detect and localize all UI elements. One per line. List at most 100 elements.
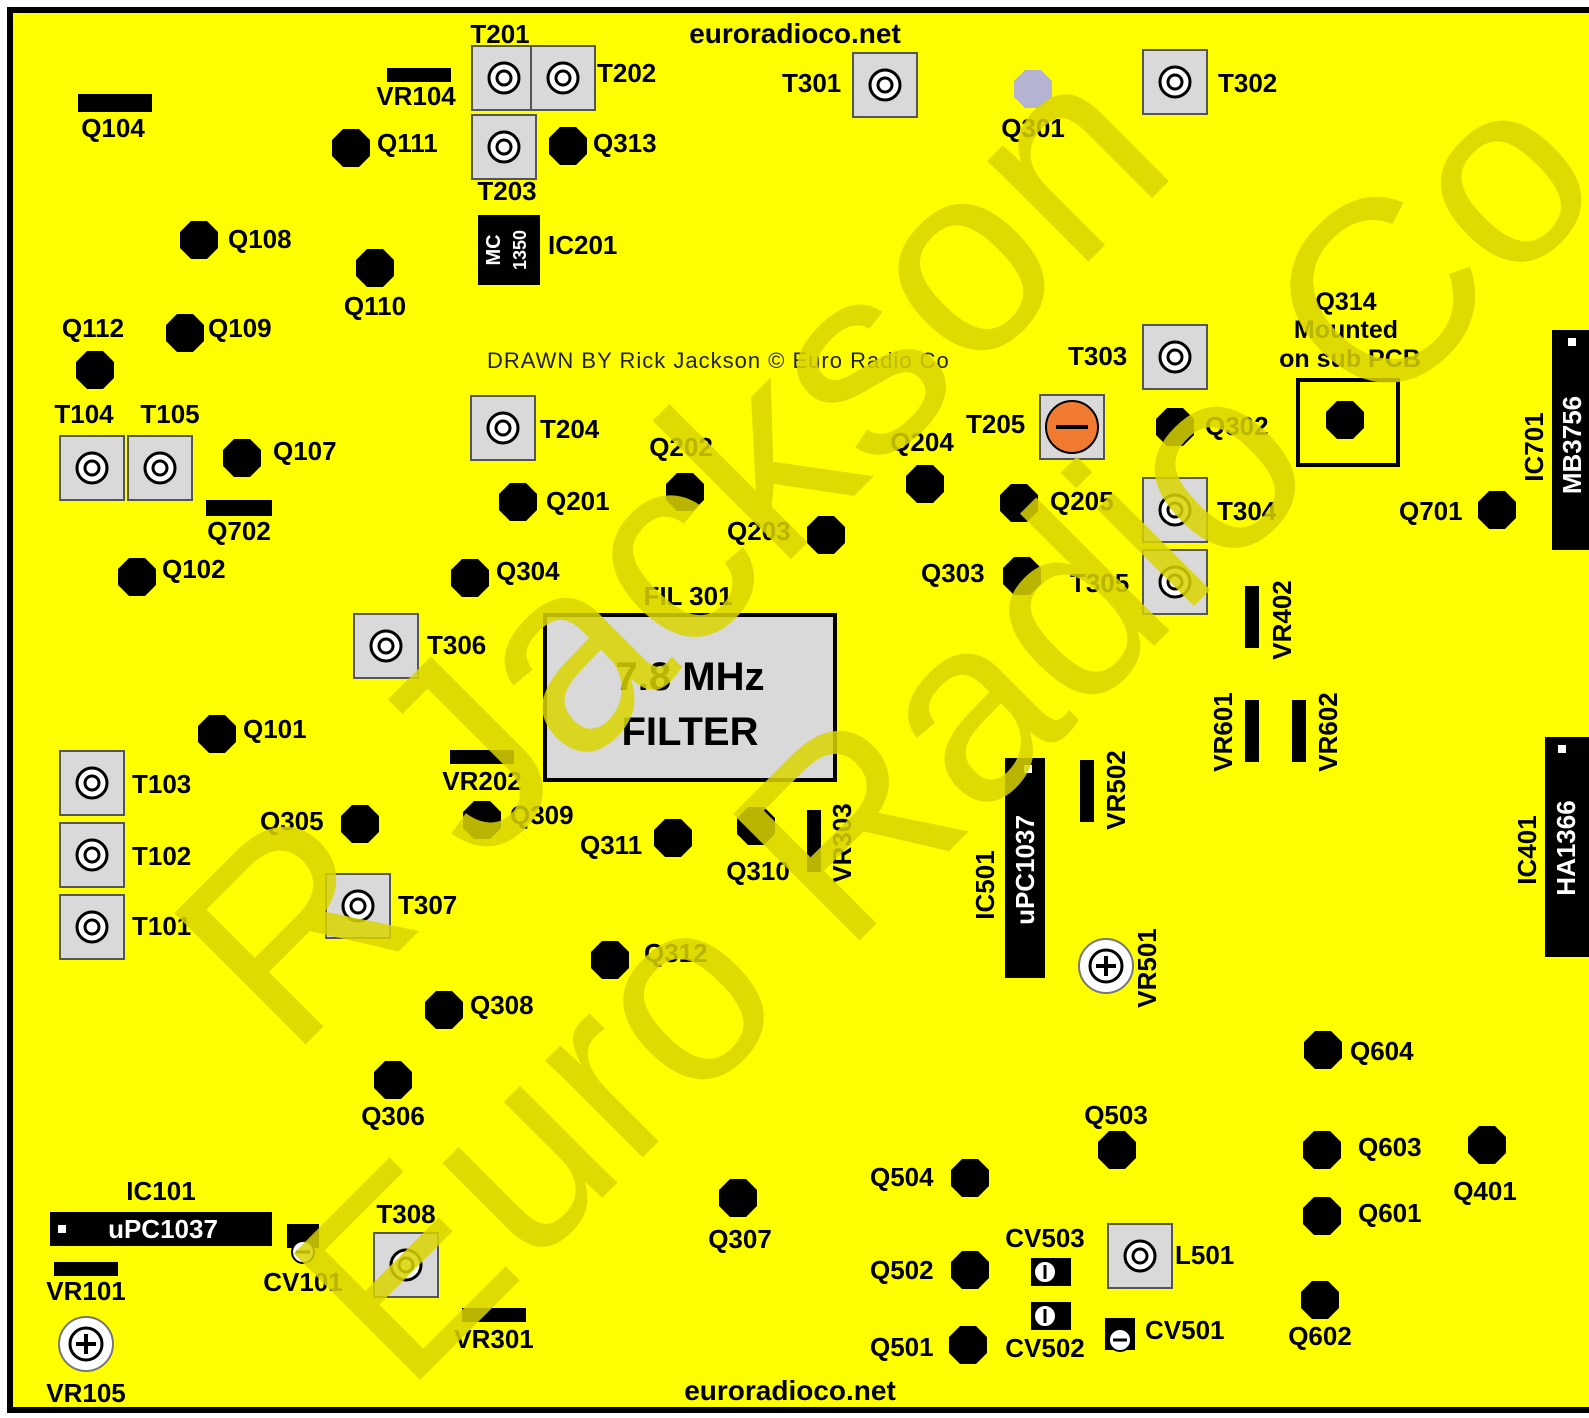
- sub-note-line1: Q314: [1315, 288, 1376, 316]
- transistor-q504: [951, 1159, 989, 1197]
- resistor-vr601: [1245, 700, 1259, 762]
- label-q401: Q401: [1453, 1176, 1517, 1206]
- resistor-q702: [206, 500, 272, 516]
- transistor-q102: [118, 558, 156, 596]
- label-q501: Q501: [870, 1332, 934, 1362]
- ic101-part: uPC1037: [108, 1214, 218, 1244]
- transistor-q603: [1303, 1131, 1341, 1169]
- transformer-t105: [126, 434, 194, 502]
- ic-ic401: [1545, 737, 1589, 957]
- credit-text: DRAWN BY Rick Jackson © Euro Radio Co: [487, 348, 950, 373]
- label-cv101: CV101: [263, 1267, 343, 1297]
- transistor-q601: [1303, 1197, 1341, 1235]
- transistor-q109: [166, 314, 204, 352]
- filter-line1: 7.8 MHz: [616, 655, 765, 699]
- label-q201: Q201: [546, 486, 610, 516]
- label-q304: Q304: [496, 556, 560, 586]
- label-q701: Q701: [1399, 496, 1463, 526]
- label-ic101: IC101: [126, 1176, 195, 1206]
- filter-line2: FILTER: [621, 710, 758, 754]
- label-q301: Q301: [1001, 113, 1065, 143]
- label-t102: T102: [132, 841, 191, 871]
- transistor-q502: [951, 1251, 989, 1289]
- label-cv503: CV503: [1005, 1223, 1085, 1253]
- label-q302: Q302: [1205, 411, 1269, 441]
- label-vr104: VR104: [376, 81, 456, 111]
- resistor-vr101: [54, 1262, 118, 1276]
- label-ic401: IC401: [1512, 815, 1542, 884]
- transformer-t103: [58, 749, 126, 817]
- transformer-l501: [1106, 1222, 1174, 1290]
- transformer-t302: [1141, 48, 1209, 116]
- label-vr303: VR303: [827, 803, 857, 883]
- transformer-t202: [529, 44, 597, 112]
- label-vr301: VR301: [454, 1324, 534, 1354]
- label-vr402: VR402: [1267, 580, 1297, 660]
- label-q601: Q601: [1358, 1198, 1422, 1228]
- label-ic701: IC701: [1519, 412, 1549, 481]
- label-vr101: VR101: [46, 1276, 126, 1306]
- transistor-q110: [356, 249, 394, 287]
- label-q306: Q306: [361, 1101, 425, 1131]
- label-q602: Q602: [1288, 1321, 1352, 1351]
- label-q310: Q310: [726, 856, 790, 886]
- resistor-vr303: [807, 810, 821, 872]
- label-q101: Q101: [243, 714, 307, 744]
- label-t306: T306: [427, 630, 486, 660]
- label-t307: T307: [398, 890, 457, 920]
- label-t203: T203: [477, 176, 536, 206]
- transistor-q503: [1098, 1131, 1136, 1169]
- pin1-dot: [1024, 765, 1032, 773]
- transformer-t102: [58, 821, 126, 889]
- transistor-q602: [1301, 1281, 1339, 1319]
- label-cv502: CV502: [1005, 1333, 1085, 1363]
- label-t204: T204: [540, 414, 600, 444]
- label-q502: Q502: [870, 1255, 934, 1285]
- label-q303: Q303: [921, 558, 985, 588]
- resistor-vr301: [462, 1308, 526, 1322]
- transistor-q108: [180, 221, 218, 259]
- transistor-q107: [223, 439, 261, 477]
- label-vr501: VR501: [1132, 928, 1162, 1008]
- pin1-dot: [58, 1225, 66, 1233]
- resistor-vr202: [450, 750, 514, 764]
- label-cv501: CV501: [1145, 1315, 1225, 1345]
- label-q111: Q111: [377, 128, 438, 158]
- ic401-part: HA1366: [1551, 800, 1581, 895]
- transformer-t204: [469, 394, 537, 462]
- resistor-vr602: [1292, 700, 1306, 762]
- label-q313: Q313: [593, 128, 657, 158]
- ic-ic701: [1552, 330, 1589, 550]
- label-vr502: VR502: [1101, 750, 1131, 830]
- label-q107: Q107: [273, 436, 337, 466]
- label-vr602: VR602: [1313, 692, 1343, 772]
- pin1-dot: [1558, 745, 1566, 753]
- label-q311: Q311: [580, 830, 642, 860]
- sub-note-line2: Mounted: [1294, 316, 1398, 344]
- label-t308: T308: [376, 1199, 435, 1229]
- ic-ic501: [1005, 758, 1045, 978]
- label-q110: Q110: [344, 291, 406, 321]
- transistor-q604: [1304, 1031, 1342, 1069]
- transformer-t101: [58, 893, 126, 961]
- site-bottom: euroradioco.net: [684, 1375, 896, 1406]
- transistor-q313: [549, 127, 587, 165]
- label-vr105: VR105: [46, 1378, 126, 1408]
- label-q307: Q307: [708, 1224, 772, 1254]
- pin1-dot: [1568, 338, 1576, 346]
- ic-ic101: [50, 1212, 272, 1246]
- resistor-vr502: [1080, 760, 1094, 822]
- transformer-t104: [58, 434, 126, 502]
- transformer-t201: [470, 44, 538, 112]
- label-ic201: IC201: [548, 230, 617, 260]
- label-l501: L501: [1175, 1240, 1234, 1270]
- label-t101: T101: [132, 911, 191, 941]
- label-t104: T104: [54, 399, 114, 429]
- label-q312: Q312: [644, 938, 708, 968]
- ic201-mark-top: MC: [483, 234, 505, 265]
- transistor-q112: [76, 351, 114, 389]
- label-t201: T201: [470, 19, 529, 49]
- sub-pcb-box: [1296, 378, 1400, 467]
